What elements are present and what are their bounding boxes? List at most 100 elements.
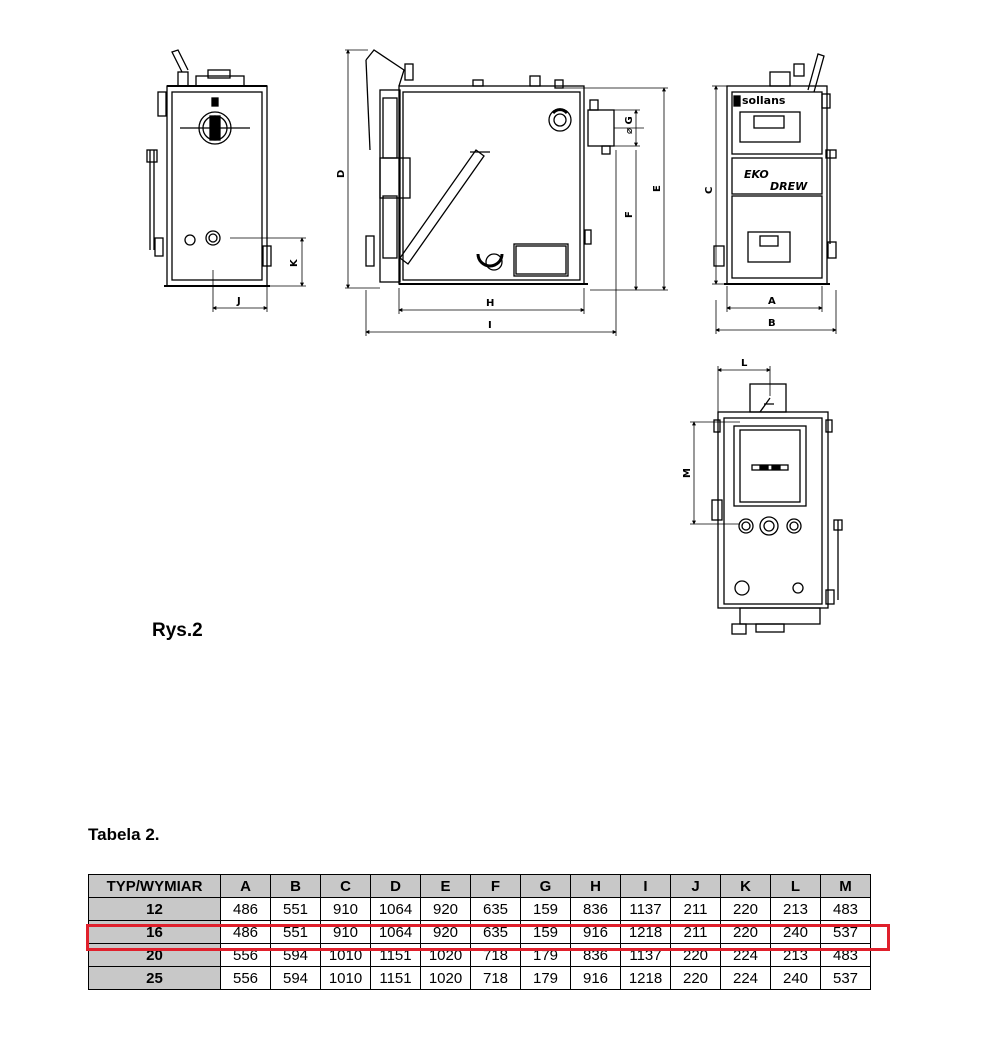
table-cell: 556 [220,943,271,967]
dim-label-i: I [488,320,492,331]
corner-header: TYP/WYMIAR [88,874,221,898]
dimension-j [212,270,268,312]
table-cell: 220 [720,897,771,921]
table-cell: 220 [670,966,721,990]
table-cell: 635 [470,897,521,921]
dimension-k [230,237,306,287]
table-cell: 224 [720,943,771,967]
dim-label-a: A [768,296,776,307]
table-cell: 1010 [320,966,371,990]
table-cell: 220 [720,920,771,944]
dimension-b [715,290,837,334]
panel-text-eko: EKO [744,168,769,181]
table-cell: 220 [670,943,721,967]
dim-label-m: M [682,468,693,478]
top-view [711,383,843,635]
dimension-d [345,49,380,289]
table-cell: 159 [520,897,571,921]
row-type-cell: 16 [88,920,221,944]
table-cell: 483 [820,897,871,921]
table-cell: 556 [220,966,271,990]
table-cell: 916 [570,966,621,990]
row-type-cell: 25 [88,966,221,990]
dim-label-g: ⌀ G [624,116,635,134]
table-cell: 483 [820,943,871,967]
dim-label-j: J [236,296,241,307]
dimension-e [560,87,668,291]
dim-label-e: E [652,185,663,192]
col-header: A [220,874,271,898]
dim-label-d: D [336,170,347,178]
table-cell: 920 [420,897,471,921]
panel-text-drew: DREW [770,180,808,193]
table-cell: 594 [270,943,321,967]
table-cell: 1218 [620,920,671,944]
table-cell: 240 [770,966,821,990]
table-cell: 224 [720,966,771,990]
panel-view [713,53,837,285]
table-cell: 916 [570,920,621,944]
dim-label-f: F [624,211,635,218]
col-header: I [620,874,671,898]
col-header: B [270,874,321,898]
dim-label-b: B [768,318,776,329]
table-cell: 213 [770,943,821,967]
table-cell: 537 [820,920,871,944]
dim-label-c: C [704,187,715,194]
col-header: J [670,874,721,898]
table-cell: 1010 [320,943,371,967]
table-cell: 910 [320,897,371,921]
table-header-row: TYP/WYMIAR A B C D E F G H I J K L M [88,874,871,898]
table-cell: 718 [470,943,521,967]
table-cell: 486 [220,920,271,944]
col-header: C [320,874,371,898]
dimension-f [590,127,644,291]
dimension-h [398,288,585,314]
table-cell: 1064 [370,920,421,944]
col-header: K [720,874,771,898]
col-header: F [470,874,521,898]
col-header: D [370,874,421,898]
table-cell: 910 [320,920,371,944]
table-cell: 1020 [420,943,471,967]
dimension-a [726,286,823,312]
table-cell: 179 [520,966,571,990]
table-cell: 213 [770,897,821,921]
dimension-m [690,421,740,525]
col-header: G [520,874,571,898]
col-header: M [820,874,871,898]
row-type-cell: 20 [88,943,221,967]
boiler-technical-drawing: J K [146,49,843,635]
table-cell: 594 [270,966,321,990]
dim-label-l: L [741,358,748,369]
table-cell: 159 [520,920,571,944]
table-cell: 836 [570,943,621,967]
table-cell: 1137 [620,943,671,967]
dim-label-k: K [289,258,300,267]
table-cell: 836 [570,897,621,921]
table-cell: 240 [770,920,821,944]
table-cell: 1020 [420,966,471,990]
table-cell: 537 [820,966,871,990]
table-cell: 1151 [370,966,421,990]
table-cell: 1218 [620,966,671,990]
table-cell: 486 [220,897,271,921]
table-cell: 179 [520,943,571,967]
table-cell: 920 [420,920,471,944]
table-cell: 718 [470,966,521,990]
brand-logo-text: sollans [742,94,786,107]
table-cell: 1151 [370,943,421,967]
table-cell: 1137 [620,897,671,921]
table-cell: 551 [270,897,321,921]
col-header: E [420,874,471,898]
dimension-i [365,150,617,336]
col-header: H [570,874,621,898]
figure-caption: Rys.2 [152,620,203,641]
table-cell: 551 [270,920,321,944]
dimension-l [717,366,771,412]
